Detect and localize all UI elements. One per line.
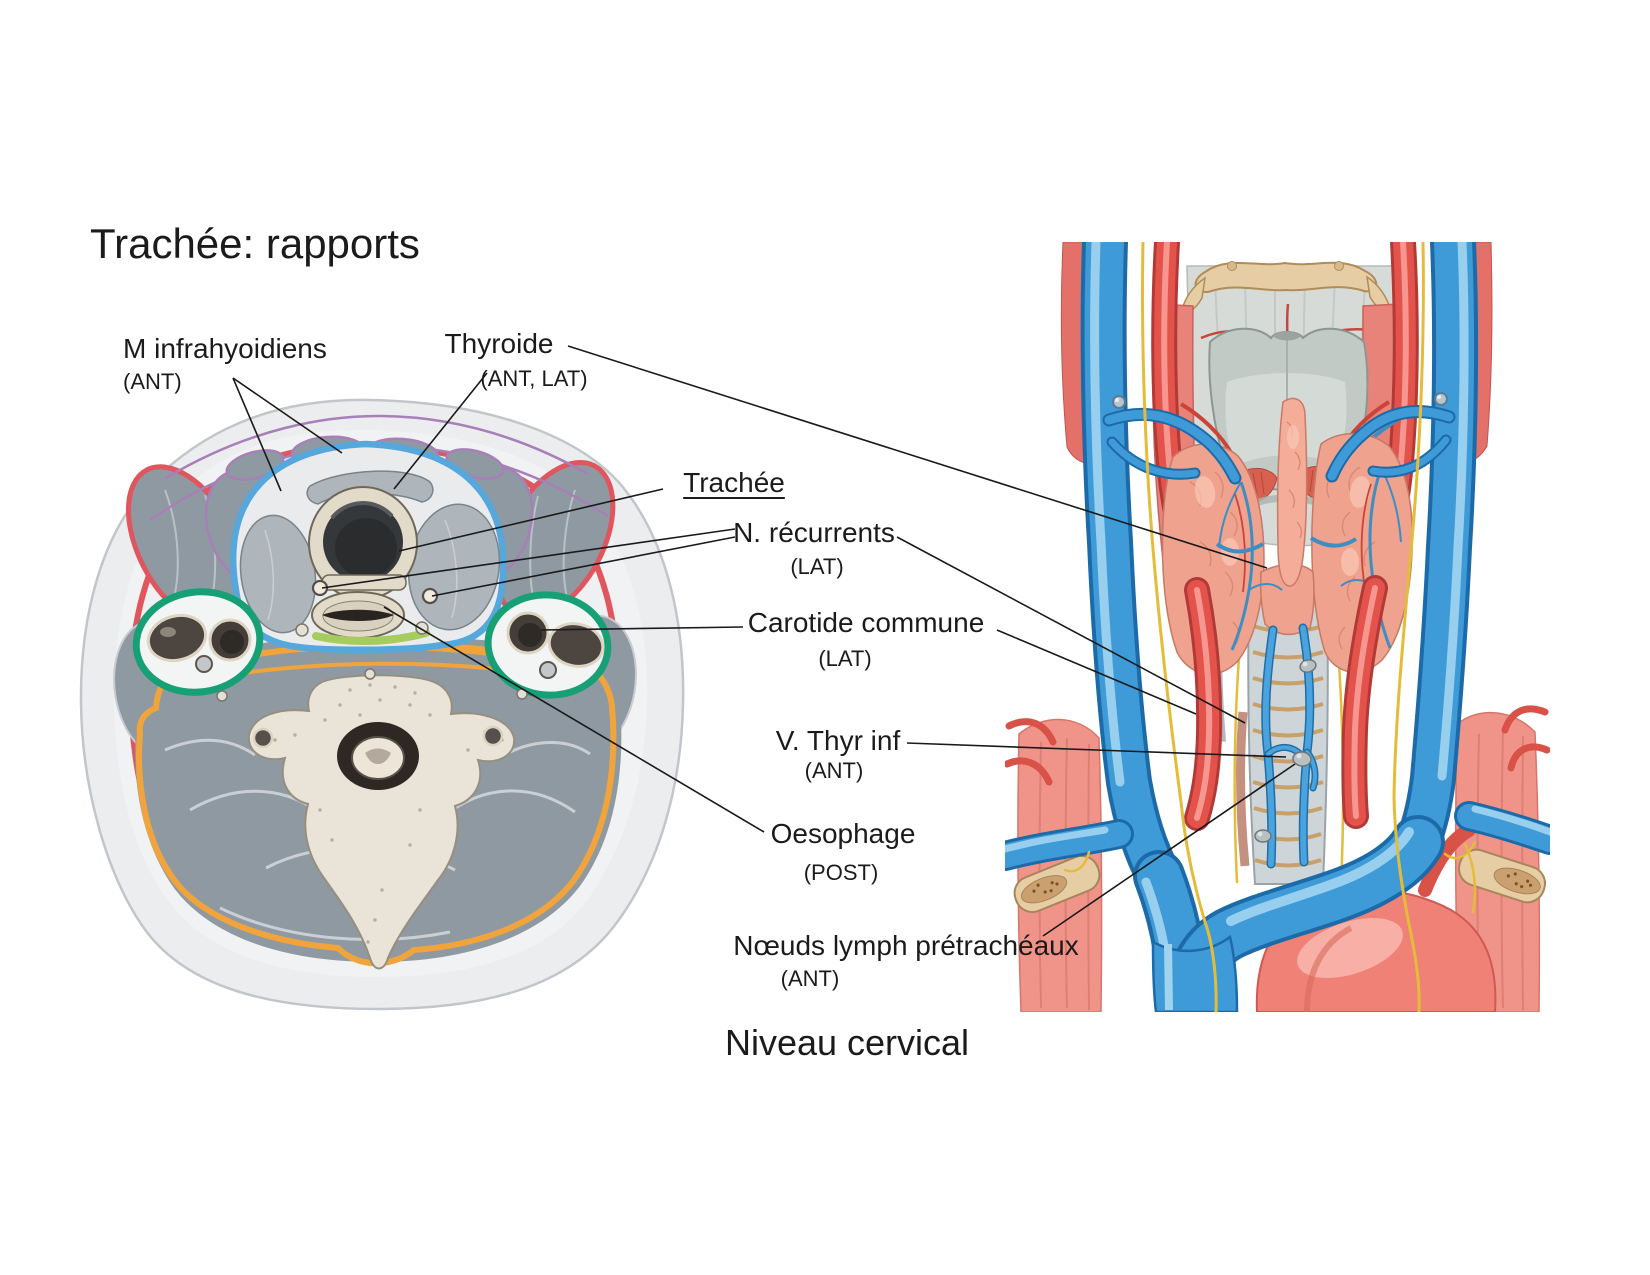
- page-title: Trachée: rapports: [90, 220, 420, 267]
- vertebral-artery-right: [482, 725, 504, 747]
- esophagus-cross: [311, 591, 405, 639]
- label-common-carotid-note: (LAT): [818, 646, 872, 671]
- label-inferior-thyroid-vein-note: (ANT): [804, 758, 864, 783]
- esophagus-lumen: [322, 609, 394, 621]
- pyramidal-lobe: [1276, 397, 1308, 587]
- vertebral-artery-left: [252, 727, 274, 749]
- recurrent-nerve-right-dot: [421, 587, 439, 605]
- label-thyroid: Thyroide: [444, 328, 554, 359]
- carotid-sheath-left: [132, 588, 264, 696]
- label-infrahyoid-note: (ANT): [123, 369, 182, 394]
- label-recurrent-nerves-note: (LAT): [790, 554, 844, 579]
- label-pretracheal-nodes-note: (ANT): [780, 966, 840, 991]
- clavicle-right-cut: [1458, 848, 1546, 904]
- figure-caption: Niveau cervical: [724, 1022, 970, 1063]
- label-inferior-thyroid-vein: V. Thyr inf: [775, 725, 901, 756]
- hyoid-bone: [1180, 261, 1392, 314]
- label-pretracheal-nodes: Nœuds lymph prétrachéaux: [733, 930, 1079, 961]
- trachea-posterior-membrane: [321, 574, 407, 591]
- label-esophagus: Oesophage: [770, 818, 916, 849]
- label-common-carotid: Carotide commune: [747, 607, 985, 638]
- neck-cross-section-figure: [79, 398, 685, 1011]
- label-recurrent-nerves: N. récurrents: [733, 517, 895, 548]
- label-esophagus-note: (POST): [803, 860, 879, 885]
- vagus-nerve-right-cross: [539, 661, 557, 679]
- label-infrahyoid-muscles: M infrahyoidiens: [123, 333, 327, 364]
- label-trachea: Trachée: [683, 467, 785, 498]
- thyroid-anterior-view-figure: [1005, 242, 1550, 1012]
- label-thyroid-note: (ANT, LAT): [480, 366, 588, 391]
- vagus-nerve-left-cross: [195, 655, 213, 673]
- recurrent-nerve-left-dot: [311, 579, 329, 597]
- jugular-vein-left-cross: [146, 613, 208, 663]
